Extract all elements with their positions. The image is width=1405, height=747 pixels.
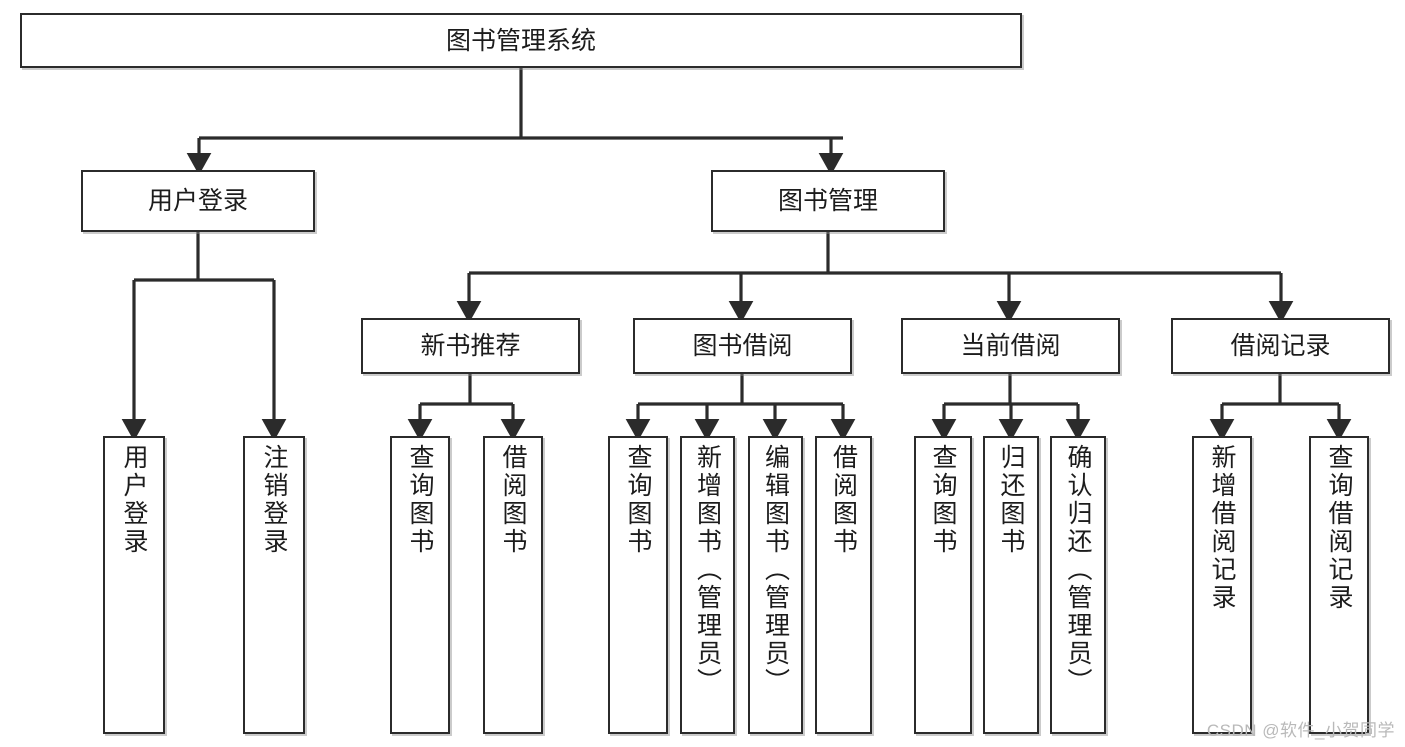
watermark-text: CSDN @软件_小贺同学 [1206,721,1395,740]
node-book-borrow-label: 图书借阅 [692,332,793,360]
node-leaf-logout[interactable]: 注销登录 [243,436,305,734]
node-borrow-record[interactable]: 借阅记录 [1171,318,1390,374]
node-book-borrow[interactable]: 图书借阅 [633,318,852,374]
node-leaf-query-book-2-label: 查询图书 [624,444,652,556]
node-leaf-borrow-book-1[interactable]: 借阅图书 [483,436,543,734]
node-current-borrow-label: 当前借阅 [960,332,1061,360]
node-book-manage[interactable]: 图书管理 [711,170,945,232]
node-leaf-borrow-book-1-label: 借阅图书 [499,444,527,556]
node-leaf-query-book-2[interactable]: 查询图书 [608,436,668,734]
node-leaf-query-book-1-label: 查询图书 [406,444,434,556]
node-leaf-query-book-3-label: 查询图书 [929,444,957,556]
node-leaf-query-book-1[interactable]: 查询图书 [390,436,450,734]
node-leaf-user-login-label: 用户登录 [120,444,148,556]
node-leaf-query-book-3[interactable]: 查询图书 [914,436,972,734]
node-leaf-edit-book[interactable]: 编辑图书（管理员） [748,436,803,734]
node-current-borrow[interactable]: 当前借阅 [901,318,1120,374]
node-root[interactable]: 图书管理系统 [20,13,1022,68]
node-leaf-return-book-label: 归还图书 [997,444,1025,556]
node-leaf-add-book[interactable]: 新增图书（管理员） [680,436,735,734]
node-leaf-logout-label: 注销登录 [260,444,288,556]
node-leaf-add-book-label: 新增图书（管理员） [693,444,722,696]
node-leaf-confirm-return-label: 确认归还（管理员） [1064,444,1092,696]
node-leaf-query-record-label: 查询借阅记录 [1325,444,1353,612]
node-root-label: 图书管理系统 [445,26,596,55]
node-leaf-add-record[interactable]: 新增借阅记录 [1192,436,1252,734]
node-leaf-query-record[interactable]: 查询借阅记录 [1309,436,1369,734]
node-leaf-confirm-return[interactable]: 确认归还（管理员） [1050,436,1106,734]
node-leaf-borrow-book-2[interactable]: 借阅图书 [815,436,872,734]
node-leaf-edit-book-label: 编辑图书（管理员） [761,444,790,696]
node-leaf-add-record-label: 新增借阅记录 [1208,444,1236,612]
node-borrow-record-label: 借阅记录 [1230,332,1331,360]
node-user-login[interactable]: 用户登录 [81,170,315,232]
node-leaf-return-book[interactable]: 归还图书 [983,436,1039,734]
node-user-login-label: 用户登录 [147,187,248,215]
node-new-book-recommend[interactable]: 新书推荐 [361,318,580,374]
node-new-book-recommend-label: 新书推荐 [420,332,521,360]
node-book-manage-label: 图书管理 [777,187,878,215]
node-leaf-borrow-book-2-label: 借阅图书 [829,444,858,556]
node-leaf-user-login[interactable]: 用户登录 [103,436,165,734]
